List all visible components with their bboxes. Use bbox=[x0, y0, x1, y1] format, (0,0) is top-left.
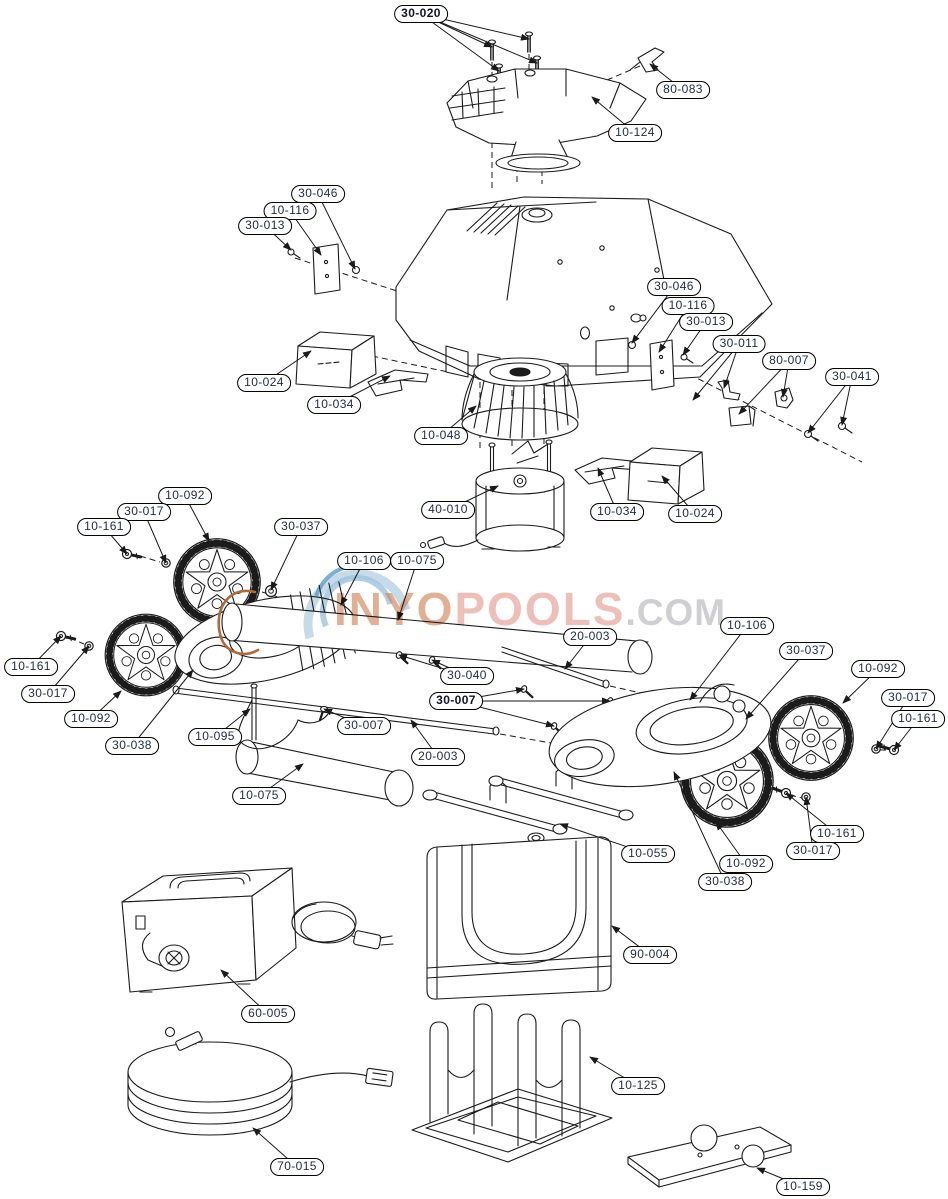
handle-assembly bbox=[446, 68, 647, 173]
float-box-right bbox=[627, 447, 705, 505]
left-fastener-set bbox=[287, 243, 361, 295]
motor bbox=[419, 439, 565, 552]
wheel-bolt bbox=[54, 629, 78, 645]
lid-plate bbox=[627, 1124, 792, 1188]
small-screw bbox=[518, 683, 537, 699]
rod-upper bbox=[501, 646, 610, 689]
wire-rack bbox=[411, 1003, 613, 1163]
bag-holder-frame bbox=[426, 836, 612, 1000]
wheel-bolt bbox=[877, 740, 902, 758]
axle-washer bbox=[264, 584, 278, 598]
right-fastener-row bbox=[627, 339, 853, 442]
bracket-right bbox=[574, 457, 643, 485]
roller-tube-lower bbox=[235, 739, 414, 807]
turbine bbox=[461, 357, 579, 441]
float-box-left bbox=[295, 331, 377, 389]
pin-spring bbox=[237, 683, 329, 750]
wheel-bolt bbox=[769, 782, 794, 801]
power-supply bbox=[121, 867, 394, 993]
side-plate-right bbox=[548, 683, 772, 788]
body-housing bbox=[395, 196, 773, 387]
floating-cable-coil bbox=[127, 1026, 394, 1136]
wheel-rear-right bbox=[769, 696, 853, 780]
rod-lower bbox=[172, 685, 500, 736]
clip-part bbox=[629, 47, 665, 73]
